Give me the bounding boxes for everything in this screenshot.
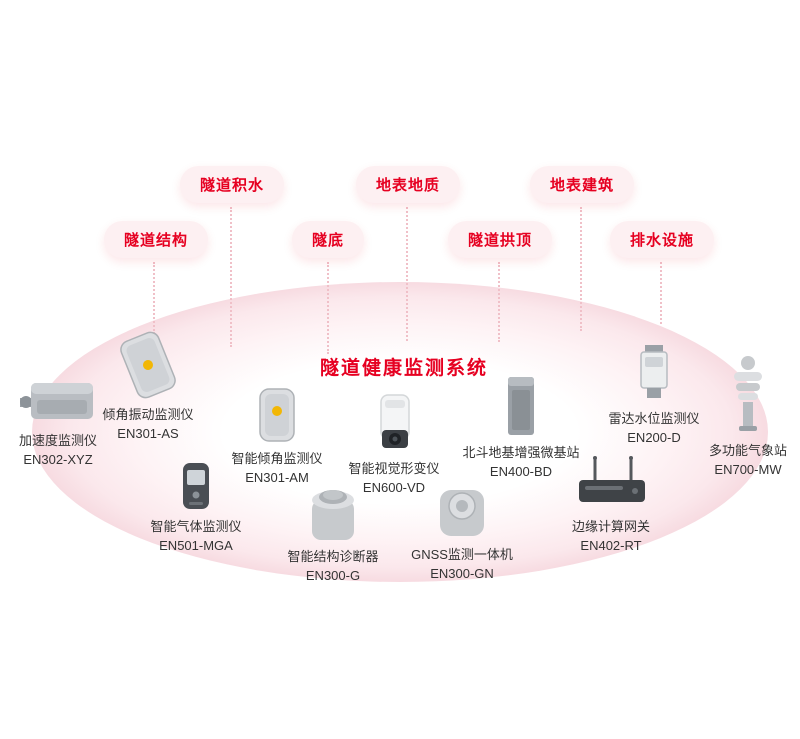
device-model: EN600-VD (362, 480, 426, 495)
connector-line-drainage (660, 262, 662, 324)
gas-monitor-icon (138, 460, 254, 512)
device-name: 智能视觉形变仪 (348, 461, 440, 476)
pill-label: 隧道拱顶 (468, 232, 533, 249)
gnss-monitor-icon (405, 476, 519, 540)
weather-station-icon (692, 354, 800, 436)
category-pill-tunnel-structure: 隧道结构 (104, 221, 209, 258)
device-radar-water-level: 雷达水位监测仪 EN200-D (598, 342, 710, 447)
device-name: 加速度监测仪 (18, 433, 97, 448)
radar-water-level-icon (598, 342, 710, 404)
connector-line-surface-building (580, 207, 582, 331)
system-title: 隧道健康监测系统 (320, 358, 489, 379)
device-visual-deformation: 智能视觉形变仪 EN600-VD (338, 392, 450, 497)
connector-line-tunnel-water (230, 207, 232, 347)
pill-label: 地表建筑 (550, 177, 615, 194)
category-pill-surface-geology: 地表地质 (356, 166, 461, 203)
pill-label: 地表地质 (376, 177, 441, 194)
pill-label: 隧道结构 (124, 232, 189, 249)
device-name: 智能结构诊断器 (287, 549, 379, 564)
structure-diagnoser-icon (275, 476, 391, 542)
category-pill-surface-building: 地表建筑 (530, 166, 635, 203)
connector-line-surface-geology (406, 207, 408, 341)
device-tilt-vibration-monitor: 倾角振动监测仪 EN301-AS (90, 330, 206, 443)
device-model: EN300-G (305, 568, 361, 583)
edge-gateway-icon (552, 456, 670, 512)
device-weather-station: 多功能气象站 EN700-MW (692, 354, 800, 479)
device-name: GNSS监测一体机 (411, 547, 513, 562)
device-name: 边缘计算网关 (571, 519, 650, 534)
pill-label: 隧底 (312, 232, 345, 249)
device-model: EN501-MGA (159, 538, 233, 553)
beidou-base-station-icon (458, 374, 584, 438)
pill-label: 排水设施 (630, 232, 695, 249)
device-name: 北斗地基增强微基站 (462, 445, 580, 460)
device-edge-gateway: 边缘计算网关 EN402-RT (552, 456, 670, 555)
connector-line-tunnel-bottom (327, 262, 329, 354)
device-model: EN400-BD (489, 464, 553, 479)
device-model: EN700-MW (714, 462, 782, 477)
device-name: 智能倾角监测仪 (231, 451, 323, 466)
device-name: 多功能气象站 (708, 443, 787, 458)
device-model: EN301-AS (117, 426, 179, 441)
device-model: EN300-GN (430, 566, 494, 581)
category-pill-tunnel-crown: 隧道拱顶 (448, 221, 553, 258)
tilt-monitor-icon (220, 386, 334, 444)
device-accelerometer: 加速度监测仪 EN302-XYZ (8, 376, 108, 469)
device-name: 雷达水位监测仪 (608, 411, 700, 426)
device-model: EN200-D (627, 430, 681, 445)
connector-line-tunnel-crown (498, 262, 500, 342)
device-structure-diagnoser: 智能结构诊断器 EN300-G (275, 476, 391, 585)
device-model: EN302-XYZ (23, 452, 93, 467)
device-name: 倾角振动监测仪 (102, 407, 194, 422)
device-tilt-monitor: 智能倾角监测仪 EN301-AM (220, 386, 334, 487)
device-model: EN402-RT (580, 538, 642, 553)
device-model: EN301-AM (245, 470, 309, 485)
accelerometer-icon (8, 376, 108, 426)
device-gas-monitor: 智能气体监测仪 EN501-MGA (138, 460, 254, 555)
device-beidou-base-station: 北斗地基增强微基站 EN400-BD (458, 374, 584, 481)
device-name: 智能气体监测仪 (150, 519, 242, 534)
category-pill-tunnel-water: 隧道积水 (180, 166, 285, 203)
category-pill-tunnel-bottom: 隧底 (292, 221, 365, 258)
connector-line-tunnel-structure (153, 262, 155, 334)
tilt-vibration-monitor-icon (90, 330, 206, 400)
pill-label: 隧道积水 (200, 177, 265, 194)
category-pill-drainage: 排水设施 (610, 221, 715, 258)
device-gnss-monitor: GNSS监测一体机 EN300-GN (405, 476, 519, 583)
visual-deformation-camera-icon (338, 392, 450, 454)
